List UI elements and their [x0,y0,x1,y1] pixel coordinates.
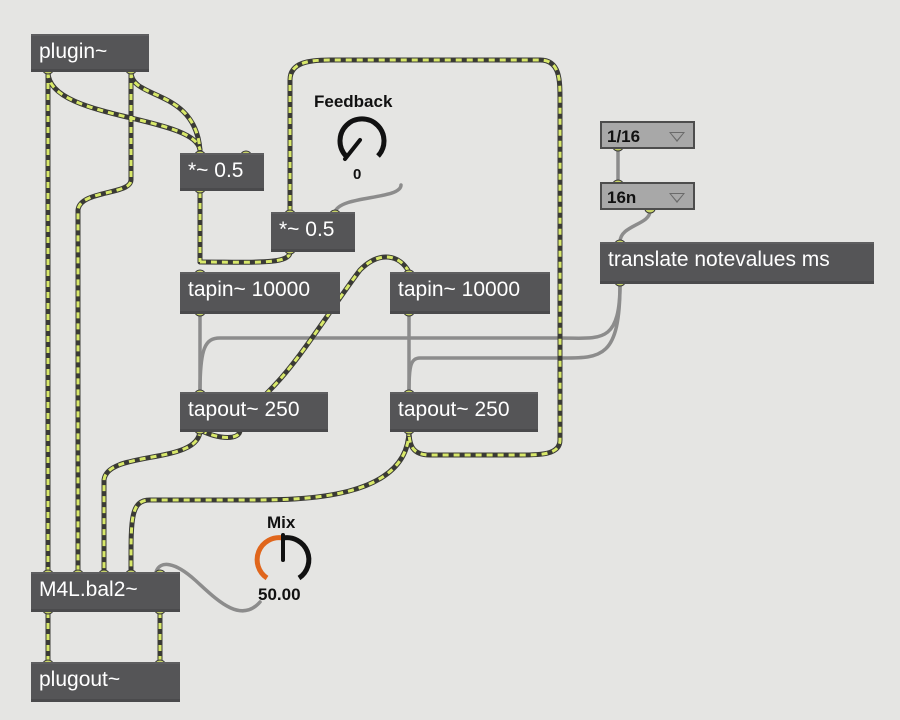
tapin-object[interactable]: tapin~ 10000 [180,272,340,314]
dropdown-arrow-icon [669,193,685,203]
signal-cord [129,71,202,151]
mix-dial[interactable] [254,533,312,581]
signal-cord [76,72,133,572]
signal-cord [199,251,292,264]
tapout-object[interactable]: tapout~ 250 [390,392,538,432]
tapout-object-text: tapout~ 250 [188,398,300,421]
mix-dial-arc [254,535,284,581]
feedback-dial-label: Feedback [314,92,393,111]
multiply-object[interactable]: *~ 0.5 [180,153,264,191]
signal-cord [199,255,411,439]
control-cord [618,209,652,244]
patch-cords [45,57,652,665]
signal-cord [288,58,562,457]
tapin-object-text: tapin~ 10000 [398,278,521,301]
multiply-object-text: *~ 0.5 [188,159,244,182]
multiply-object[interactable]: *~ 0.5 [271,212,355,252]
feedback-dial-value: 0 [353,166,362,183]
translate-object-text: translate notevalues ms [608,248,830,271]
balance-object[interactable]: M4L.bal2~ [31,572,180,612]
plugout-object[interactable]: plugout~ [31,662,180,702]
tapout-object-text: tapout~ 250 [398,398,510,421]
note-symbol-menu[interactable]: 16n [600,182,695,210]
note-symbol-menu-text: 16n [607,188,637,207]
feedback-dial[interactable] [337,116,387,161]
tapin-object-text: tapin~ 10000 [188,278,311,301]
signal-cord [102,429,202,572]
plugin-object-text: plugin~ [39,40,108,63]
signal-cord [46,71,202,151]
translate-object[interactable]: translate notevalues ms [600,242,874,284]
plugout-object-text: plugout~ [39,668,121,691]
mix-dial-label: Mix [267,513,296,532]
plugin-object[interactable]: plugin~ [31,34,149,72]
tapin-object[interactable]: tapin~ 10000 [390,272,550,314]
mix-dial-value: 50.00 [258,585,301,604]
tapout-object[interactable]: tapout~ 250 [180,392,328,432]
multiply-object-text: *~ 0.5 [279,218,335,241]
signal-cord [129,429,411,573]
feedback-dial-needle [343,138,362,161]
dropdown-arrow-icon [669,132,685,142]
control-cord [333,183,403,214]
note-value-menu-text: 1/16 [607,127,641,146]
note-value-menu[interactable]: 1/16 [600,121,695,149]
balance-object-text: M4L.bal2~ [39,578,138,601]
control-cord [154,562,262,613]
